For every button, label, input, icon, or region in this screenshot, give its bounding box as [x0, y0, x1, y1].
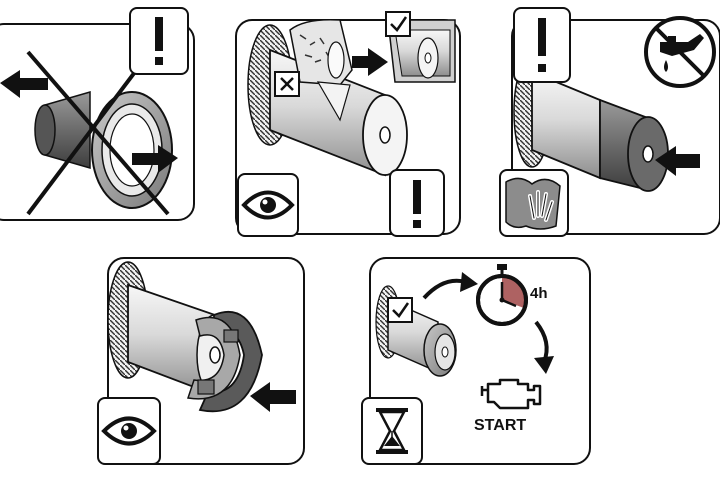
no-oil-icon	[644, 16, 716, 88]
engine-start-label: START	[474, 417, 526, 434]
panel-1-wrong-install	[0, 7, 195, 221]
cloth-wipe-icon	[499, 169, 569, 237]
shaft	[531, 70, 669, 192]
timer-label: 4h	[530, 285, 548, 302]
prohibited-cross-icon	[26, 50, 170, 216]
warning-exclamation-icon	[513, 7, 571, 83]
arrow-icon	[0, 70, 48, 98]
arrow-icon	[534, 320, 554, 374]
warning-exclamation-icon	[129, 7, 189, 75]
arrow-icon	[250, 382, 296, 412]
eye-inspect-icon	[237, 173, 299, 237]
panel-2-inspect-shaft	[235, 11, 461, 237]
arrow-icon	[352, 48, 388, 76]
arrow-icon	[655, 146, 700, 176]
seal-ring	[187, 310, 263, 413]
x-box-icon	[274, 71, 300, 97]
damaged-surface-inset	[289, 18, 353, 122]
stopwatch-icon	[476, 264, 528, 326]
eye-inspect-icon	[97, 397, 161, 465]
checkmark-box-icon	[385, 11, 411, 37]
warning-exclamation-icon	[389, 169, 445, 237]
panel-frame	[369, 257, 591, 465]
arrow-icon	[422, 272, 478, 300]
panel-3-no-lubricant	[499, 7, 720, 237]
shaft	[387, 298, 457, 377]
panel-5-wait-then-start: 4h START	[361, 257, 591, 465]
hourglass-icon	[361, 397, 423, 465]
checkmark-box-icon	[387, 297, 413, 323]
arrow-icon	[132, 145, 178, 173]
engine-icon	[480, 378, 542, 410]
panel-4-install-seal	[97, 257, 305, 465]
seal-ring	[91, 91, 173, 209]
